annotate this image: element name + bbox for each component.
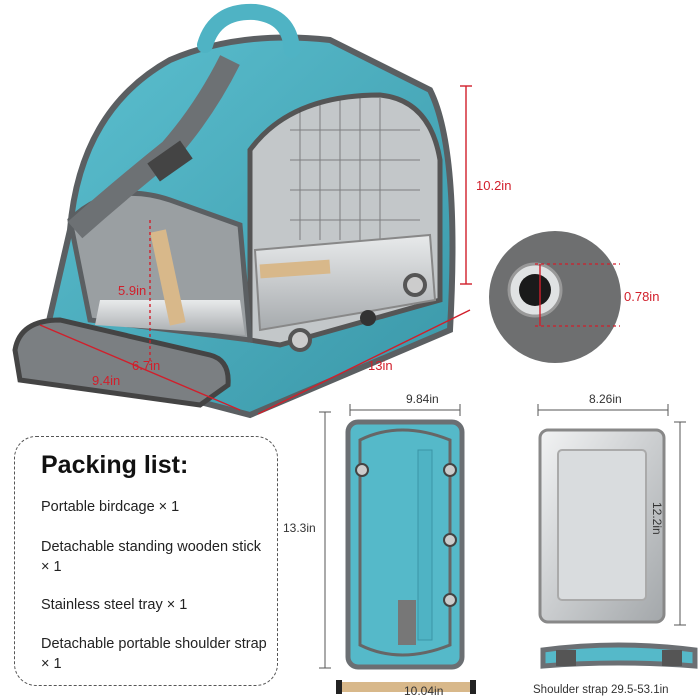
folded-panel-illustration	[319, 404, 476, 694]
packing-list-box: Packing list: Portable birdcage × 1 Deta…	[14, 436, 278, 686]
packing-list-title: Packing list:	[41, 451, 189, 479]
dim-stick-length: 10.04in	[404, 684, 444, 698]
dim-tray-width: 8.26in	[589, 392, 622, 406]
strap-illustration	[540, 642, 698, 669]
carrier-illustration	[12, 3, 621, 419]
dim-length: 13in	[368, 358, 393, 373]
dim-panel-width: 9.84in	[406, 392, 439, 406]
tray-illustration	[537, 404, 686, 626]
dim-door-height: 5.9in	[118, 283, 147, 298]
dim-strap: Shoulder strap 29.5-53.1in	[533, 684, 669, 696]
packing-item-stick: Detachable standing wooden stick × 1	[41, 539, 262, 575]
dim-door-width: 6.7in	[132, 358, 161, 373]
dim-depth: 9.4in	[92, 373, 121, 388]
packing-item-birdcage: Portable birdcage × 1	[41, 499, 180, 515]
dim-tray-height: 12.2in	[650, 502, 664, 535]
packing-item-tray: Stainless steel tray × 1	[41, 597, 188, 613]
packing-item-strap: Detachable portable shoulder strap × 1	[41, 636, 267, 672]
dim-panel-height: 13.3in	[283, 521, 316, 535]
dim-height-main: 10.2in	[476, 178, 512, 193]
dim-eyelet: 0.78in	[624, 289, 660, 304]
